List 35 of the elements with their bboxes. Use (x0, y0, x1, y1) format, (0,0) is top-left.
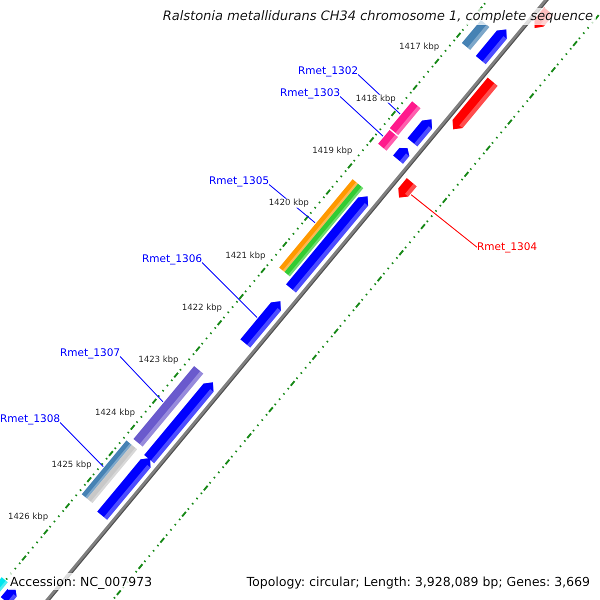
scale-label: 1417 kbp (398, 42, 440, 51)
gene-label: Rmet_1304 (477, 242, 538, 252)
gene-label: Rmet_1306 (142, 254, 202, 264)
leader-line (120, 356, 164, 402)
gene-block (97, 458, 151, 520)
gene-label: Rmet_1307 (60, 348, 120, 358)
scale-label: 1421 kbp (224, 252, 266, 260)
gene-label: Rmet_1302 (298, 66, 358, 76)
gene-label: Rmet_1303 (280, 88, 340, 98)
scale-label: 1420 kbp (268, 199, 310, 208)
gene-bar (0, 577, 8, 594)
scale-label: 1423 kbp (137, 356, 180, 365)
leader-line (410, 194, 478, 248)
scale-label: 1426 kbp (7, 512, 50, 522)
gene-block (240, 301, 281, 348)
leader-line (60, 422, 104, 468)
leader-line (202, 262, 258, 318)
gene-bar (133, 366, 204, 447)
gene-block (0, 588, 17, 600)
scale-label: 1425 kbp (50, 460, 93, 470)
gene-bar (390, 101, 421, 136)
gene-block (144, 382, 214, 464)
scale-label: 1422 kbp (180, 304, 223, 312)
gene-label: Rmet_1305 (209, 176, 270, 186)
scale-label: 1424 kbp (94, 408, 136, 417)
gene-block (476, 29, 507, 64)
gene-block (398, 178, 417, 198)
gene-block (393, 148, 410, 164)
gene-label: Rmet_1308 (0, 414, 60, 424)
leader-line (340, 96, 384, 137)
scale-label: 1418 kbp (354, 94, 397, 104)
gene-block (452, 78, 498, 130)
scale-label: 1419 kbp (311, 146, 354, 156)
gene-bar (378, 130, 398, 151)
gene-block (407, 119, 432, 147)
